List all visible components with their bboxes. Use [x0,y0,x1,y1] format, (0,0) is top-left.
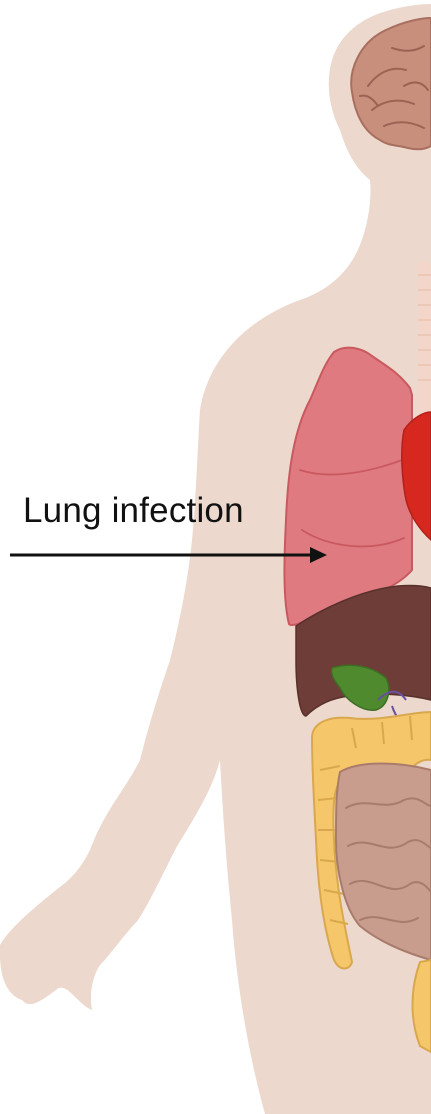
callout-label: Lung infection [23,491,244,531]
